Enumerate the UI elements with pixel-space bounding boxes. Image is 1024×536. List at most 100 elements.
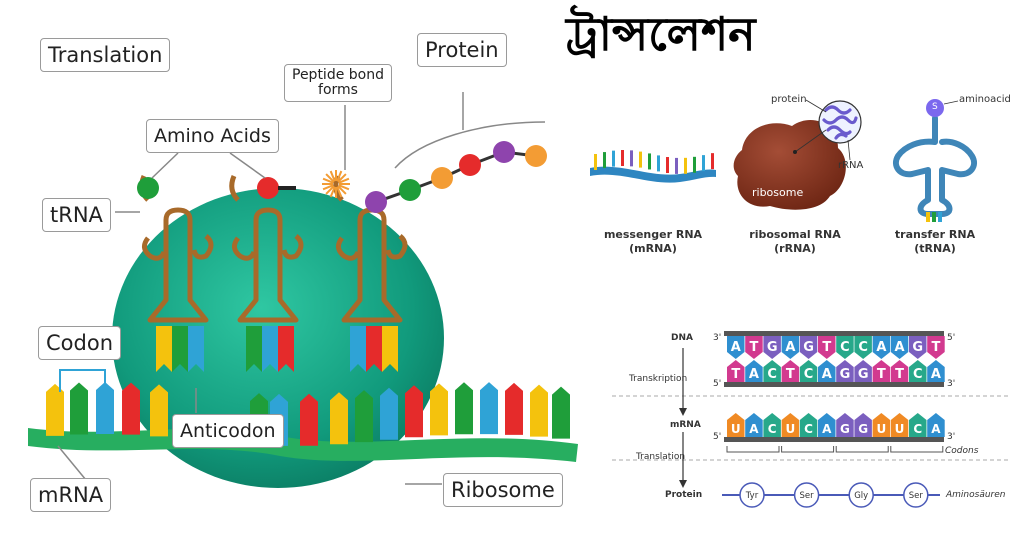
dna-base-top: [909, 336, 927, 359]
label-translation: Translation: [40, 38, 171, 72]
caption-messenger-rna: messenger RNA (mRNA): [598, 228, 708, 256]
burst-ray: [336, 170, 343, 182]
trna-anticodon-base: [932, 212, 936, 222]
mrna-codon-peg: [430, 383, 448, 436]
mrna-base-tick: [657, 155, 660, 172]
dna-base-bottom: [927, 360, 945, 382]
dna-base-letter: T: [786, 367, 795, 382]
mrna-codon-peg: [480, 382, 498, 435]
dna-base-bottom: [818, 360, 836, 382]
label-amino-acids: Amino Acids: [146, 119, 279, 153]
dna-base-letter: G: [912, 340, 923, 355]
protein-callout: protein: [771, 94, 807, 105]
mrna-codon-peg: [96, 382, 114, 435]
translation-label-right: Translation: [636, 452, 686, 462]
mrna-codon-peg: [380, 387, 398, 440]
trna-body: [142, 207, 214, 323]
mrna-codon-peg: [405, 385, 423, 438]
aminoacid-callout: aminoacid: [959, 94, 1011, 105]
mrna-codon-peg: [530, 384, 548, 437]
dna-base-top: [927, 336, 945, 359]
anticodon-peg: [366, 326, 382, 372]
label-mrna: mRNA: [30, 478, 112, 512]
aminoacid-sphere: [926, 99, 944, 117]
peptide-bond-burst: [322, 170, 350, 198]
trna-cloverleaf: [892, 115, 978, 217]
label-trna: tRNA: [42, 198, 111, 232]
rrna-callout: rRNA: [838, 160, 864, 171]
bond-stub: [278, 186, 296, 190]
dna-base-letter: C: [767, 367, 777, 382]
mrna-base-letter: A: [749, 422, 759, 436]
dna-prime-bottom-left: 5': [713, 379, 722, 389]
translation-scene: [28, 92, 578, 488]
dna-base-bottom: [781, 360, 800, 382]
bengali-title: ট্রান্সলেশন: [566, 7, 756, 61]
dna-base-bottom: [799, 360, 818, 382]
mrna-codon-peg: [455, 382, 473, 435]
mrna-base-letter: U: [731, 422, 741, 436]
mrna-base-letter: C: [804, 422, 813, 436]
codon-bracket: [835, 446, 889, 453]
aminosauren-label: Aminosäuren: [946, 490, 1006, 500]
caption-transfer-line2: (tRNA): [914, 242, 956, 255]
amino-acid-red: [257, 177, 279, 199]
burst-ray: [322, 177, 334, 184]
dna-base-bottom: [763, 360, 781, 382]
dna-base-letter: A: [931, 367, 941, 382]
mrna-base: [909, 413, 927, 437]
dna-base-bottom: [745, 360, 763, 382]
anticodon-peg: [382, 326, 398, 372]
codon-bracket: [781, 446, 835, 453]
trna-arm: [229, 175, 240, 202]
aminoacid-circle: [903, 482, 929, 508]
mrna-base-letter: C: [768, 422, 777, 436]
chain-amino-acid: [399, 179, 421, 201]
dna-base-bottom: [854, 360, 872, 382]
chain-amino-acid: [365, 191, 387, 213]
label-codon: Codon: [38, 326, 121, 360]
dna-base-letter: A: [749, 367, 759, 382]
ribosome-callout: ribosome: [752, 186, 804, 199]
mrna-codon-peg: [122, 382, 140, 435]
mrna-base-tick: [612, 150, 615, 167]
label-protein: Protein: [417, 33, 507, 67]
mrna-codon-peg: [46, 383, 64, 436]
dna-base-top: [818, 336, 836, 359]
codon-brackets: [726, 446, 944, 453]
transcription-label: Transkription: [629, 374, 688, 384]
mrna-base-letter: A: [822, 422, 832, 436]
caption-messenger-line1: messenger RNA: [603, 228, 703, 241]
aminoacid-name: Ser: [909, 491, 924, 501]
label-anticodon: Anticodon: [172, 414, 284, 448]
anticodon-peg: [172, 326, 188, 372]
burst-ray: [329, 186, 336, 198]
protein-label-right: Protein: [665, 490, 703, 500]
aminoacid-name: Ser: [800, 491, 815, 501]
mrna-base-tick: [639, 151, 642, 168]
rrna-squiggle: [822, 105, 858, 140]
mrna-base: [854, 413, 872, 437]
dna-base-top: [781, 336, 800, 359]
mrna-codon-peg: [355, 390, 373, 443]
dna-base-bottom: [909, 360, 927, 382]
trna-anticodon-bases: [926, 212, 942, 222]
dna-base-letter: A: [822, 367, 832, 382]
amino-acid-chain: [365, 141, 547, 213]
burst-ray: [338, 184, 350, 191]
codon-bracket: [890, 446, 944, 453]
dna-base-top: [890, 336, 909, 359]
mrna-codon-peg: [70, 382, 88, 435]
mrna-base-letter: A: [931, 422, 941, 436]
dna-prime-top-left: 3': [713, 333, 722, 343]
dna-base-letter: T: [822, 340, 831, 355]
dna-base-top: [745, 336, 763, 359]
mrna-base-tick: [603, 152, 606, 169]
burst-ray: [337, 173, 347, 183]
mrna-base: [763, 413, 781, 437]
dna-base-top: [727, 336, 745, 359]
mrna-base-tick: [675, 157, 678, 174]
mrna-base-letter: G: [840, 422, 850, 436]
